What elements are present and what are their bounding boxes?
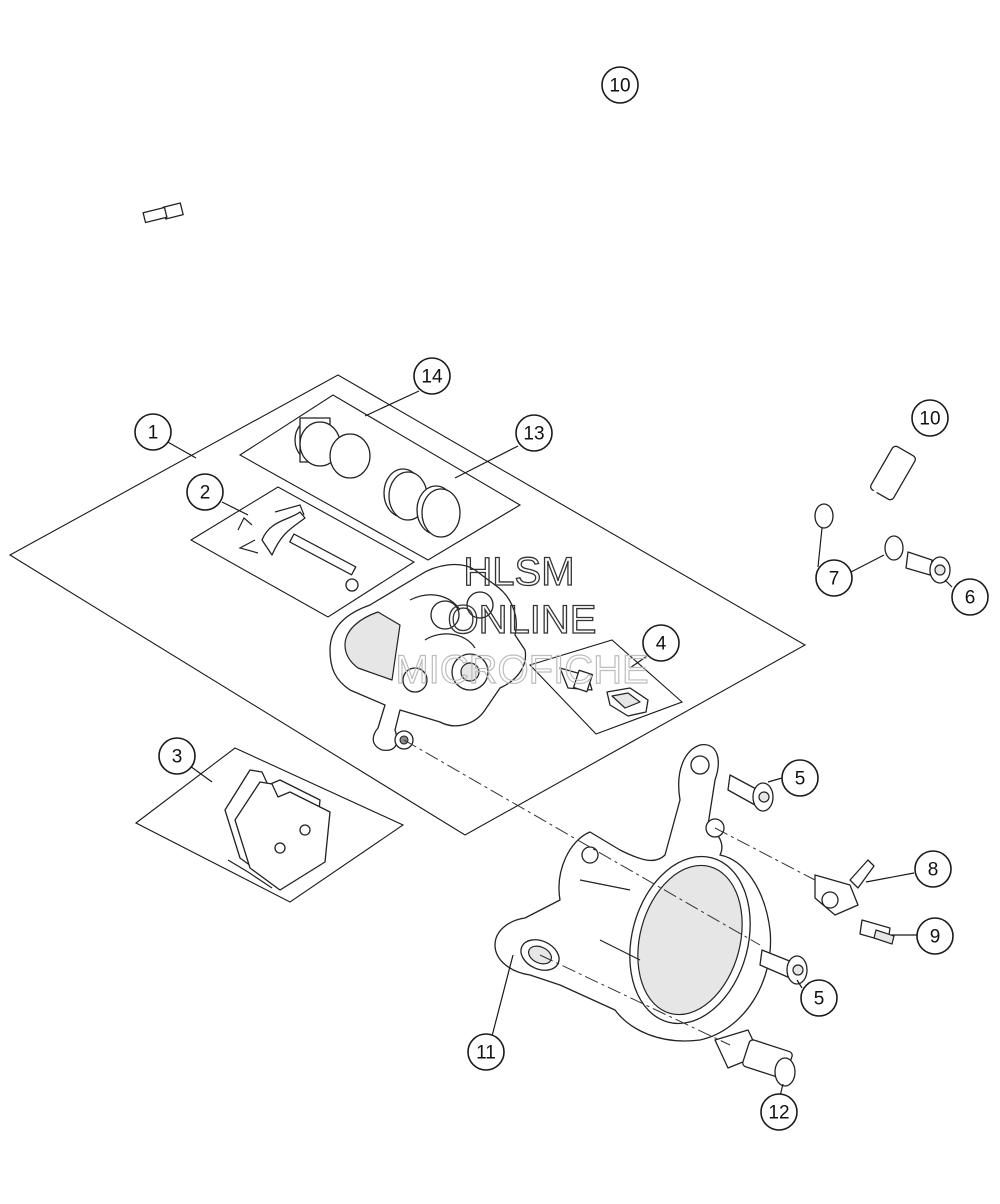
bolt-upper[interactable] — [727, 774, 774, 812]
axle-sleeve[interactable] — [714, 1029, 796, 1087]
caliper-bracket[interactable] — [494, 744, 772, 1042]
banjo-bolt[interactable] — [905, 551, 951, 584]
svg-text:1: 1 — [148, 423, 159, 444]
callout-6[interactable]: 6 — [951, 578, 989, 616]
callout-11[interactable]: 11 — [467, 1033, 505, 1071]
caliper-pin-kit[interactable] — [237, 504, 359, 592]
pistons[interactable] — [294, 417, 371, 479]
svg-text:2: 2 — [200, 483, 211, 504]
svg-text:HLSM: HLSM — [463, 550, 574, 594]
callout-13[interactable]: 13 — [515, 414, 553, 452]
piston-kit-box — [238, 394, 522, 561]
svg-text:7: 7 — [829, 569, 840, 590]
watermark: HLSM ONLINE MICROFICHE — [395, 549, 650, 692]
callout-4[interactable]: 4 — [642, 624, 680, 662]
svg-text:9: 9 — [930, 927, 941, 948]
callout-5-lower[interactable]: 5 — [800, 979, 838, 1017]
svg-text:5: 5 — [795, 769, 806, 790]
callout-3[interactable]: 3 — [158, 737, 196, 775]
svg-text:8: 8 — [928, 860, 939, 881]
svg-text:5: 5 — [814, 989, 825, 1010]
svg-text:MICROFICHE: MICROFICHE — [395, 648, 648, 692]
bolt-9[interactable] — [859, 919, 895, 945]
svg-text:11: 11 — [476, 1043, 496, 1064]
callout-5-upper[interactable]: 5 — [781, 759, 819, 797]
callout-1[interactable]: 1 — [134, 413, 172, 451]
svg-text:10: 10 — [919, 409, 940, 430]
svg-text:13: 13 — [523, 424, 544, 445]
bleeder-kit-box — [528, 639, 684, 735]
brake-line-long[interactable] — [142, 0, 876, 224]
svg-text:4: 4 — [656, 634, 667, 655]
svg-text:14: 14 — [421, 367, 443, 388]
callout-10-top[interactable]: 10 — [601, 66, 639, 104]
svg-text:ONLINE: ONLINE — [448, 598, 597, 642]
svg-text:10: 10 — [609, 76, 630, 97]
svg-text:12: 12 — [768, 1103, 789, 1124]
bleeder-valve-kit[interactable] — [559, 667, 649, 717]
callout-7[interactable]: 7 — [815, 559, 853, 597]
brake-pads[interactable] — [224, 769, 331, 891]
svg-text:6: 6 — [965, 588, 976, 609]
svg-text:3: 3 — [172, 747, 183, 768]
pin-kit-box — [189, 486, 416, 618]
callout-10-right[interactable]: 10 — [911, 399, 949, 437]
callout-12[interactable]: 12 — [760, 1093, 798, 1131]
brake-pad-box — [134, 747, 405, 903]
sealing-washers[interactable] — [814, 503, 904, 561]
callout-14[interactable]: 14 — [413, 357, 451, 395]
brake-caliper[interactable] — [329, 563, 527, 751]
piston-seals[interactable] — [383, 468, 461, 538]
brake-line-short[interactable] — [848, 445, 917, 544]
bolt-lower[interactable] — [759, 949, 808, 985]
callout-8[interactable]: 8 — [914, 850, 952, 888]
bleeder-banjo[interactable] — [814, 859, 875, 916]
callout-9[interactable]: 9 — [916, 917, 954, 955]
caliper-assembly-box — [8, 374, 807, 836]
callout-2[interactable]: 2 — [186, 473, 224, 511]
leader-lines — [165, 390, 953, 1097]
